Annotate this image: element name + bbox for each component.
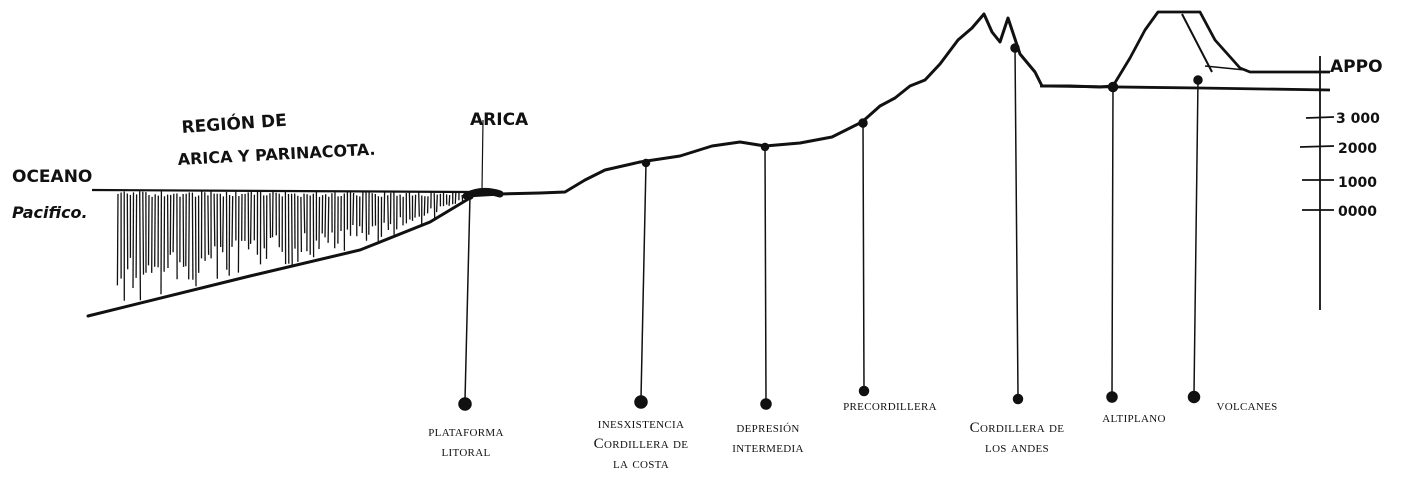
hatch-stroke (387, 195, 390, 231)
ocean-label-line1: OCEANO (12, 167, 92, 187)
hatch-stroke (154, 194, 156, 267)
hatch-stroke (147, 194, 150, 266)
hatch-stroke (172, 193, 175, 253)
hatch-stroke (139, 191, 142, 301)
zone-label-depresion-intermedia: depresión intermedia (712, 418, 824, 458)
hatch-stroke (300, 196, 303, 253)
hatch-stroke (327, 196, 330, 243)
terrain-profile-line (464, 12, 1115, 198)
leader-cordillera-costa (634, 158, 651, 409)
hatch-stroke (318, 196, 321, 250)
leader-cordillera-andes (1010, 43, 1024, 405)
hatch-stroke (365, 191, 368, 241)
hatch-stroke (418, 191, 420, 217)
hatch-stroke (352, 192, 355, 226)
scale-top-label: APPO (1330, 57, 1383, 77)
volcano-ledge (1204, 65, 1246, 71)
hatch-stroke (132, 192, 135, 289)
arica-label: ARICA (470, 110, 529, 130)
hatch-stroke (324, 194, 327, 238)
hatch-stroke (213, 193, 216, 247)
zone-label-line: depresión (736, 420, 800, 436)
region-label-line1: REGIÓN DE (181, 109, 288, 138)
zone-label-cordillera-andes: Cordillera de los andes (950, 418, 1084, 458)
hatch-stroke (142, 191, 145, 275)
zone-label-line: litoral (441, 444, 491, 460)
volcano-inner-stroke (1181, 13, 1213, 73)
ocean-label-line2: Pacifico. (12, 203, 88, 222)
hatch-stroke (207, 195, 210, 255)
zone-label-line: Cordillera de (593, 436, 689, 452)
hatch-stroke (237, 195, 240, 273)
hatch-stroke (271, 191, 274, 238)
hatch-stroke (135, 194, 138, 278)
scale-ticks (1299, 116, 1335, 211)
zone-label-altiplano: altiplano (1088, 408, 1180, 428)
zone-label-precordillera: precordillera (826, 396, 954, 416)
zone-label-line: los andes (985, 440, 1049, 456)
zone-label-line: altiplano (1102, 410, 1166, 426)
hatch-stroke (269, 193, 272, 239)
hatch-stroke (290, 193, 293, 266)
hatch-stroke (433, 193, 436, 220)
hatch-stroke (408, 191, 411, 220)
zone-label-line: la costa (613, 456, 669, 472)
hatch-stroke (222, 196, 225, 253)
hatch-stroke (263, 195, 265, 249)
hatch-stroke (361, 192, 364, 234)
leader-depresion (760, 142, 772, 410)
volcano-outline (1111, 10, 1330, 87)
scale-tick-label-3000: 3 000 (1336, 111, 1380, 127)
hatch-stroke (454, 190, 457, 204)
hatch-stroke (194, 196, 197, 287)
leader-volcanes (1187, 75, 1203, 404)
altiplano-line (1039, 84, 1331, 92)
hatch-stroke (303, 193, 306, 234)
zone-label-line: inesxistencia (597, 416, 685, 432)
hatch-stroke (435, 194, 438, 213)
zone-label-line: precordillera (843, 398, 937, 414)
hatch-stroke (191, 192, 194, 280)
zone-label-line: Cordillera de (969, 420, 1065, 436)
leader-precordillera (858, 118, 870, 397)
zone-label-line: intermedia (732, 440, 804, 456)
leader-plataforma (458, 192, 474, 411)
hatch-stroke (231, 195, 234, 247)
zone-label-line: volcanes (1216, 398, 1278, 414)
hatch-stroke (116, 193, 119, 286)
zone-label-cordillera-costa: inesxistencia Cordillera de la costa (566, 414, 716, 474)
ocean-hatching (116, 190, 467, 301)
scale-tick-label-1000: 1000 (1338, 175, 1377, 191)
leader-altiplano (1106, 81, 1119, 403)
zone-label-plataforma-litoral: plataforma litoral (406, 422, 526, 462)
zone-label-line: plataforma (428, 424, 504, 440)
hatch-stroke (188, 192, 190, 280)
sea-level-line (91, 188, 471, 194)
scale-tick-label-2000: 2000 (1338, 141, 1377, 157)
hatch-stroke (249, 191, 252, 244)
arica-marker-line (481, 119, 484, 191)
hatch-stroke (414, 194, 417, 218)
region-label-line2: ARICA Y PARINACOTA. (177, 140, 376, 169)
hatch-stroke (182, 193, 185, 267)
hatch-stroke (448, 194, 451, 206)
hatch-stroke (383, 191, 386, 223)
zone-label-volcanes: volcanes (1202, 396, 1292, 416)
scale-tick-label-0000: 0000 (1338, 204, 1377, 220)
sea-floor-line (86, 196, 472, 318)
hatch-stroke (423, 196, 426, 216)
